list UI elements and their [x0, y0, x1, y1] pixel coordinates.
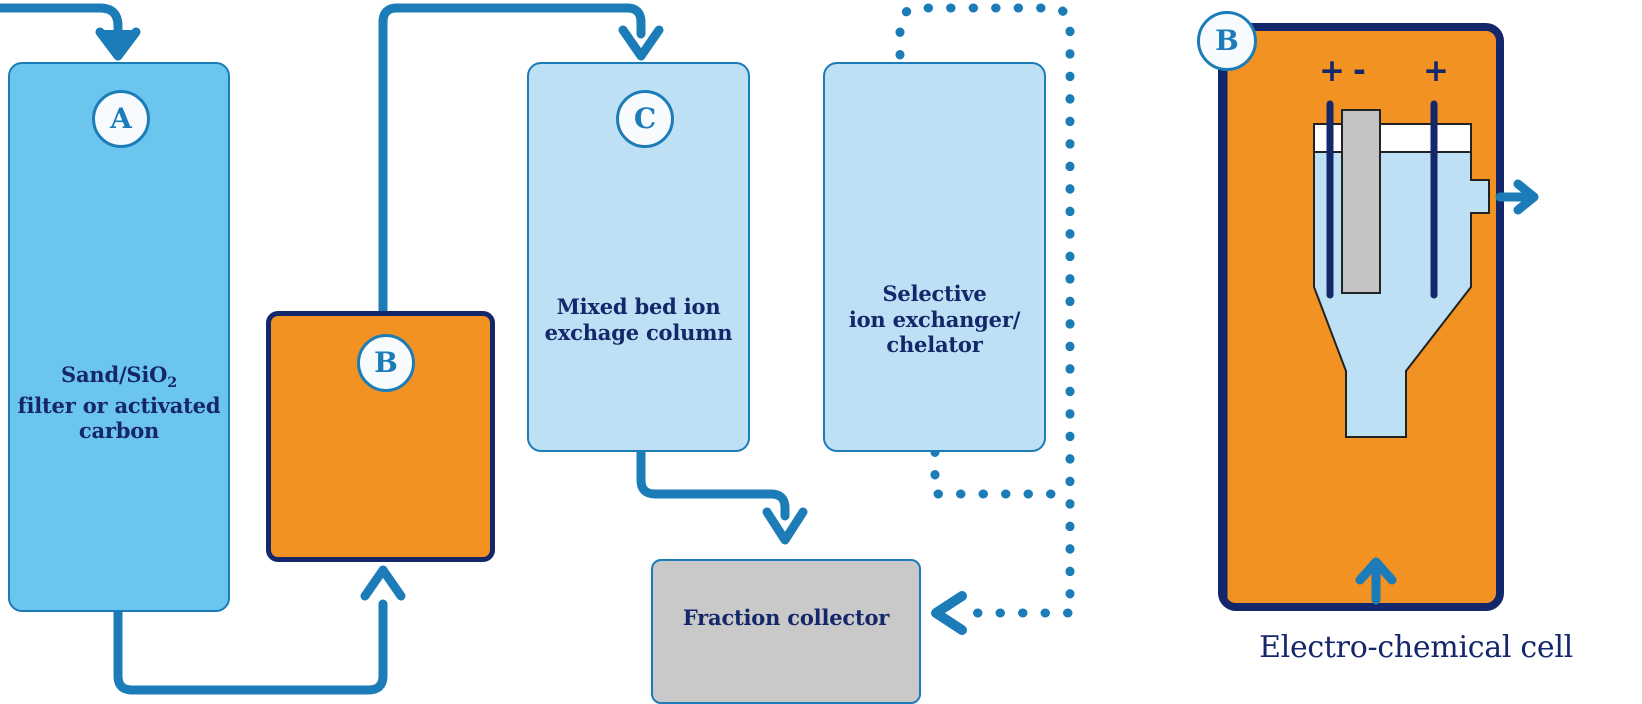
box-selective-label-line3: chelator: [886, 332, 983, 358]
badge-cell-letter: B: [1215, 24, 1239, 57]
process-box-sand-filter[interactable]: Sand/SiO2 filter or activated carbon: [8, 62, 230, 612]
cell-center-electrode: [1341, 109, 1381, 294]
cell-headspace: [1313, 123, 1472, 153]
cell-polarity-middle: -: [1353, 53, 1366, 89]
badge-c-letter: C: [633, 102, 657, 135]
badge-a-letter: A: [110, 102, 132, 135]
badge-b: B: [357, 334, 415, 392]
cell-inlet-arrow: [1355, 557, 1397, 605]
cell-outlet-arrow: [1495, 179, 1539, 215]
box-a-label-line2: filter or activated: [17, 392, 221, 418]
box-c-label: Mixed bed ion exchage column: [527, 294, 750, 345]
box-selective-label: Selective ion exchanger/ chelator: [823, 281, 1046, 358]
process-box-fraction-collector[interactable]: Fraction collector: [651, 559, 921, 704]
connector-c-to-fraction-collector: [636, 447, 808, 545]
badge-c: C: [616, 90, 674, 148]
box-fraction-collector-surface: [651, 559, 921, 704]
connector-selective-loop-top: [895, 3, 1075, 599]
cell-polarity-left: +: [1319, 53, 1345, 89]
connector-b-to-c: [378, 3, 664, 315]
connector-inlet-to-a: [0, 3, 141, 61]
box-a-label-line1: Sand/SiO: [61, 362, 168, 387]
connector-selective-to-fraction-collector: [931, 591, 1073, 635]
electro-chemical-cell-illustration: [1218, 23, 1539, 611]
cell-polarity-right: +: [1423, 53, 1449, 89]
badge-b-letter: B: [374, 346, 398, 379]
box-fraction-collector-label: Fraction collector: [651, 605, 921, 631]
process-box-selective-ion-exchanger[interactable]: Selective ion exchanger/ chelator: [823, 62, 1046, 452]
badge-a: A: [92, 90, 150, 148]
connector-a-to-b: [113, 565, 406, 695]
badge-electro-chemical-cell: B: [1197, 11, 1257, 71]
box-c-label-line2: exchage column: [544, 319, 733, 345]
box-c-label-line1: Mixed bed ion: [556, 294, 721, 319]
box-selective-label-line1: Selective: [882, 281, 987, 306]
box-selective-surface: [823, 62, 1046, 452]
box-a-label-subscript: 2: [167, 375, 177, 392]
box-a-label-line3: carbon: [78, 418, 160, 444]
box-a-surface: [8, 62, 230, 612]
box-fraction-collector-label-line1: Fraction collector: [682, 605, 890, 630]
cell-caption: Electro-chemical cell: [1259, 630, 1573, 665]
box-selective-label-line2: ion exchanger/: [848, 306, 1021, 332]
box-a-label: Sand/SiO2 filter or activated carbon: [8, 362, 230, 444]
